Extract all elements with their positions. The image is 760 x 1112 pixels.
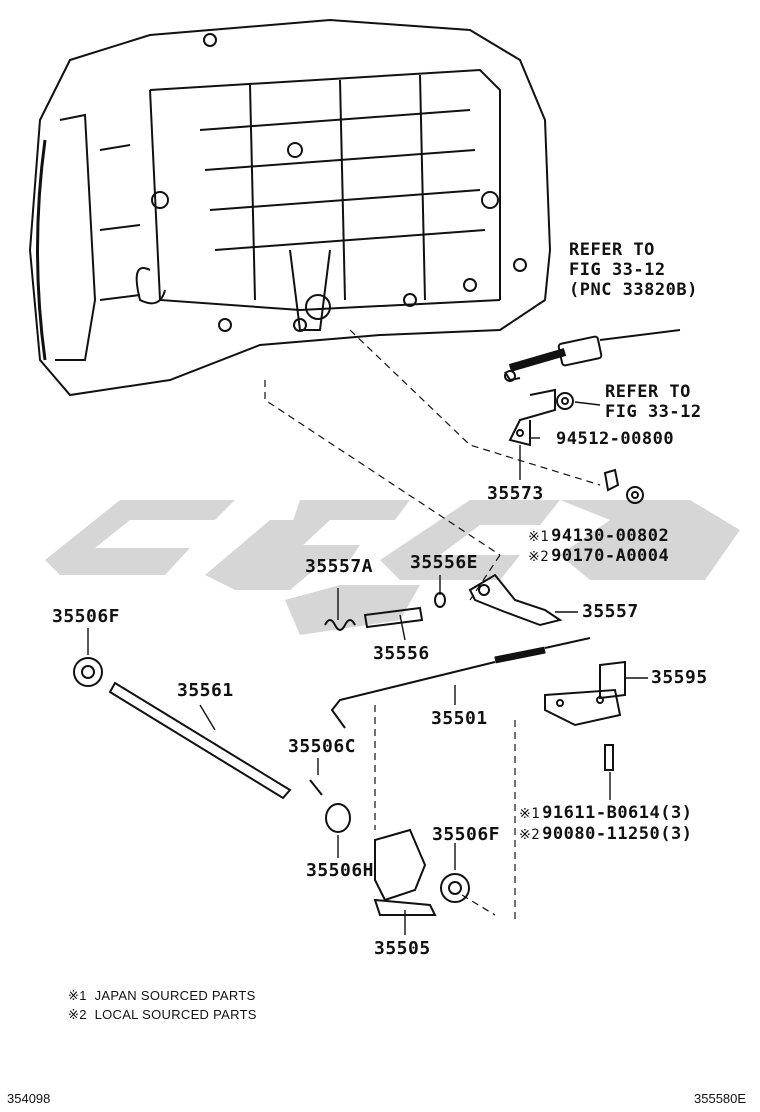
lever-assembly	[324, 573, 563, 631]
watermark-logo	[45, 500, 740, 635]
part-35506C: 35506C	[288, 736, 357, 757]
bracket-35573	[508, 388, 644, 504]
bracket-35595	[544, 660, 626, 771]
shift-cable-lower	[330, 637, 591, 729]
footer-left-id: 354098	[7, 1091, 51, 1106]
part-35506F-right: 35506F	[432, 824, 501, 845]
part-94512-00800: 94512-00800	[556, 429, 675, 449]
mark-2: ※2	[528, 549, 550, 565]
mark-1: ※1	[528, 529, 550, 545]
part-35556E: 35556E	[410, 552, 479, 573]
part-35595: 35595	[651, 667, 708, 688]
refer-mid-line1: REFER TO	[605, 382, 691, 402]
shaft-35561	[73, 657, 470, 916]
shift-cable-upper	[504, 329, 681, 382]
transmission-housing	[28, 18, 552, 397]
refer-top-line3: (PNC 33820B)	[569, 280, 698, 300]
part-35561: 35561	[177, 680, 234, 701]
legend-item-japan: ※1 JAPAN SOURCED PARTS	[68, 988, 256, 1003]
part-35557A: 35557A	[305, 556, 374, 577]
part-35505: 35505	[374, 938, 431, 959]
refer-mid-line2: FIG 33-12	[605, 402, 702, 422]
part-35501: 35501	[431, 708, 488, 729]
part-35556: 35556	[373, 643, 430, 664]
part-35573: 35573	[487, 483, 544, 504]
callout-lines	[87, 401, 648, 935]
part-35506F-left: 35506F	[52, 606, 121, 627]
part-35557: 35557	[582, 601, 639, 622]
legend-item-local: ※2 LOCAL SOURCED PARTS	[68, 1007, 257, 1022]
leader-lines	[264, 329, 601, 920]
part-35506H: 35506H	[306, 860, 375, 881]
refer-top-line2: FIG 33-12	[569, 260, 666, 280]
refer-top-line1: REFER TO	[569, 240, 655, 260]
footer-right-id: 355580E	[694, 1091, 747, 1106]
